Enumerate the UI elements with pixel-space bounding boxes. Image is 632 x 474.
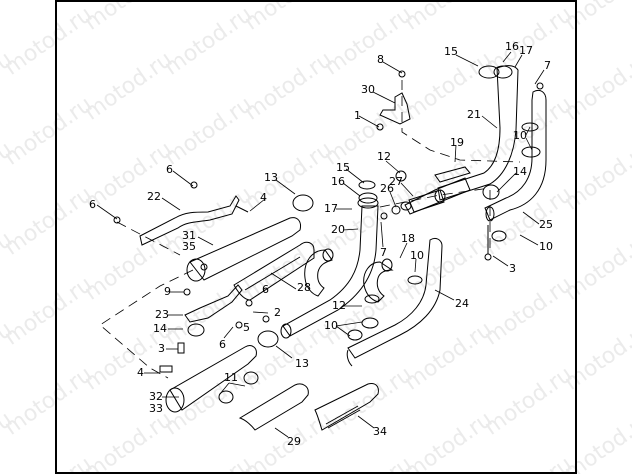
callout-label-23: 23 <box>155 308 169 321</box>
heat-shield-19 <box>404 166 471 215</box>
callout-label-4: 4 <box>137 366 144 379</box>
callout-label-35: 35 <box>182 240 196 253</box>
clamps <box>187 122 541 404</box>
callout-label-11: 11 <box>224 371 238 384</box>
callout-label-5: 5 <box>243 321 250 334</box>
callout-label-7: 7 <box>544 59 551 72</box>
muffler-32-33 <box>165 345 257 413</box>
callout-label-16: 16 <box>505 40 519 53</box>
callout-label-13: 13 <box>295 357 309 370</box>
callout-label-17: 17 <box>324 202 338 215</box>
callout-label-31: 31 <box>182 229 196 242</box>
callout-label-10: 10 <box>539 240 553 253</box>
assembly-guide-lines <box>99 80 521 379</box>
callout-label-27: 27 <box>389 175 403 188</box>
callout-label-6: 6 <box>89 198 96 211</box>
leader-lines <box>96 51 545 438</box>
callout-label-12: 12 <box>332 299 346 312</box>
callout-label-12: 12 <box>377 150 391 163</box>
callout-label-34: 34 <box>373 425 387 438</box>
callout-label-30: 30 <box>361 83 375 96</box>
callout-label-33: 33 <box>149 402 163 415</box>
callout-label-13: 13 <box>264 171 278 184</box>
callout-label-24: 24 <box>455 297 469 310</box>
heat-shield-29 <box>238 383 309 431</box>
callout-label-29: 29 <box>287 435 301 448</box>
muffler-31-35 <box>186 217 301 282</box>
callout-label-6: 6 <box>262 283 269 296</box>
callout-label-10: 10 <box>513 129 527 142</box>
callout-label-14: 14 <box>513 165 527 178</box>
crossover-pipe-18 <box>363 258 394 303</box>
callout-label-10: 10 <box>324 319 338 332</box>
bracket-23 <box>183 284 270 329</box>
pipe-bend <box>304 248 334 297</box>
callout-label-19: 19 <box>450 136 464 149</box>
callout-label-22: 22 <box>147 190 161 203</box>
callout-label-15: 15 <box>444 45 458 58</box>
callout-label-32: 32 <box>149 390 163 403</box>
front-head-pipe-20 <box>280 205 379 339</box>
callout-label-18: 18 <box>401 232 415 245</box>
front-pipe-24 <box>346 237 443 367</box>
callout-label-10: 10 <box>410 249 424 262</box>
rear-pipe-25 <box>484 89 547 222</box>
callout-label-3: 3 <box>158 342 165 355</box>
callout-label-20: 20 <box>331 223 345 236</box>
fasteners <box>159 82 544 373</box>
bracket-22 <box>113 181 249 246</box>
callout-label-17: 17 <box>519 44 533 57</box>
callout-label-6: 6 <box>219 338 226 351</box>
callout-label-16: 16 <box>331 175 345 188</box>
heat-shield-28 <box>233 241 315 301</box>
callout-label-14: 14 <box>153 322 167 335</box>
callout-label-26: 26 <box>380 182 394 195</box>
callout-label-1: 1 <box>354 109 361 122</box>
rear-head-pipe-21 <box>437 65 519 201</box>
heat-shield-34 <box>314 383 379 431</box>
callout-label-4: 4 <box>260 191 267 204</box>
callout-label-9: 9 <box>164 285 171 298</box>
callout-label-8: 8 <box>377 53 384 66</box>
callout-label-7: 7 <box>380 246 387 259</box>
gaskets-and-fittings <box>357 180 446 215</box>
callout-label-21: 21 <box>467 108 481 121</box>
callout-label-28: 28 <box>297 281 311 294</box>
diagram-frame <box>55 0 577 474</box>
callout-label-3: 3 <box>509 262 516 275</box>
callout-label-2: 2 <box>274 306 281 319</box>
callout-label-25: 25 <box>539 218 553 231</box>
callout-label-6: 6 <box>166 163 173 176</box>
bracket-30 <box>376 70 411 131</box>
callout-label-15: 15 <box>336 161 350 174</box>
